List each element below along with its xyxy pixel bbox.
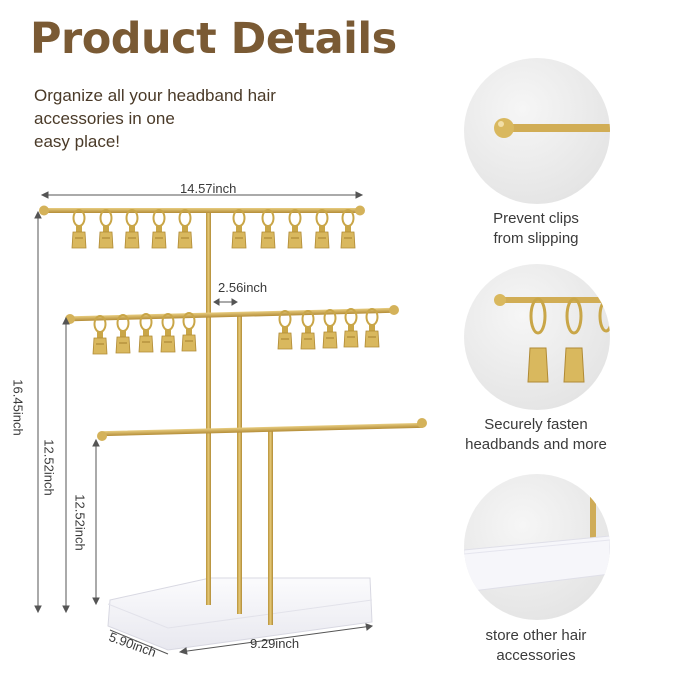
gap-label: 2.56inch [218, 280, 268, 295]
feature-caption: Prevent clips from slipping [446, 209, 626, 249]
ball-end [355, 205, 365, 216]
ball-end [389, 305, 399, 315]
caption-line: Prevent clips [493, 210, 579, 227]
subtitle: Organize all your headband hair accessor… [34, 84, 364, 153]
subtitle-line: Organize all your headband hair [34, 86, 276, 105]
feature-circle-base [464, 474, 610, 620]
post-bottom [268, 430, 273, 625]
ball-end [417, 418, 427, 428]
page-title: Product Details [30, 14, 397, 64]
base-width-label: 9.29inch [250, 636, 300, 651]
lower-height-label: 12.52inch [72, 494, 88, 551]
feature-circle-ball-end [464, 58, 610, 204]
caption-line: Securely fasten [484, 416, 588, 433]
feature-circle-clips [464, 264, 610, 410]
caption-line: headbands and more [465, 436, 607, 453]
ball-end [97, 431, 107, 441]
clips-top-right [231, 209, 356, 249]
subtitle-line: accessories in one [34, 109, 175, 128]
total-height-label: 16.45inch [10, 379, 26, 436]
bottom-bar [102, 422, 424, 437]
post-top [206, 210, 211, 605]
clips-top-left [71, 209, 193, 249]
top-bar [44, 208, 360, 213]
acrylic-base-icon [464, 494, 610, 593]
subtitle-line: easy place! [34, 132, 120, 151]
caption-line: from slipping [493, 230, 579, 247]
post-middle [237, 316, 242, 614]
top-width-label: 14.57inch [180, 181, 237, 196]
ring-clip-icon [494, 294, 610, 383]
middle-height-label: 12.52inch [41, 439, 57, 496]
feature-caption: store other hair accessories [446, 626, 626, 666]
ball-end [39, 205, 49, 216]
caption-line: store other hair [485, 627, 587, 644]
dimension-lines [34, 191, 374, 655]
caption-line: accessories [496, 647, 576, 664]
feature-caption: Securely fasten headbands and more [446, 415, 626, 455]
ball-end-rod-icon [494, 118, 610, 138]
